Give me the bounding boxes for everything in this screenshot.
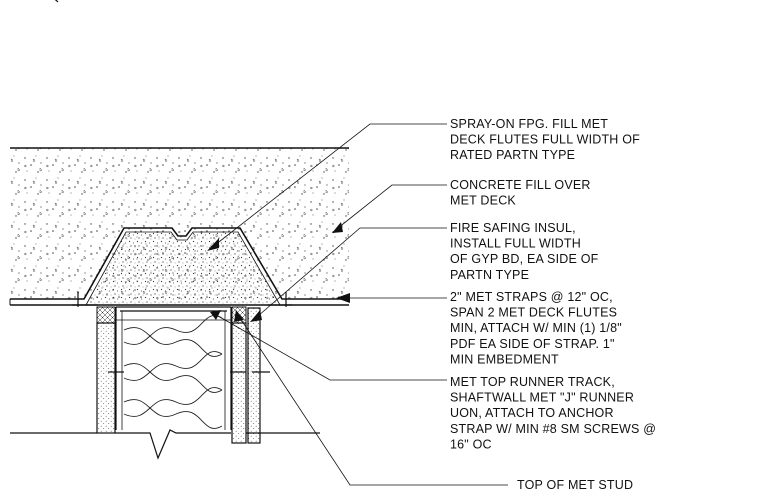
note-spray-on-fireproofing-line: SPRAY-ON FPG. FILL MET [450, 117, 608, 131]
leader-lines [214, 123, 508, 486]
crop-circle-fragment [54, 0, 59, 3]
note-top-runner-track-line: SHAFTWALL MET "J" RUNNER [450, 391, 634, 405]
note-met-straps-line: 2" MET STRAPS @ 12" OC, [450, 290, 613, 304]
note-top-runner-track-line: STRAP W/ MIN #8 SM SCREWS @ [450, 422, 656, 436]
note-spray-on-fireproofing: SPRAY-ON FPG. FILL MET DECK FLUTES FULL W… [450, 117, 640, 162]
note-top-of-stud-line: TOP OF MET STUD [517, 478, 633, 492]
spray-fireproofing [85, 231, 281, 306]
note-concrete-fill: CONCRETE FILL OVER MET DECK [450, 178, 591, 208]
note-spray-on-fireproofing-line: DECK FLUTES FULL WIDTH OF [450, 133, 640, 147]
note-fire-safing-insulation-line: FIRE SAFING INSUL, [450, 221, 576, 235]
note-top-of-stud: TOP OF MET STUD [517, 478, 633, 492]
note-met-straps: 2" MET STRAPS @ 12" OC, SPAN 2 MET DECK F… [450, 290, 622, 366]
notes-layer: SPRAY-ON FPG. FILL MET DECK FLUTES FULL W… [450, 117, 656, 492]
note-fire-safing-insulation-line: INSTALL FULL WIDTH [450, 237, 581, 251]
wall-assembly [10, 306, 320, 460]
note-met-straps-line: MIN, ATTACH W/ MIN (1) 1/8" [450, 321, 622, 335]
note-met-straps-line: PDF EA SIDE OF STRAP. 1" [450, 337, 615, 351]
note-top-runner-track: MET TOP RUNNER TRACK, SHAFTWALL MET "J" R… [450, 375, 656, 451]
note-fire-safing-insulation-line: PARTN TYPE [450, 268, 529, 282]
note-top-runner-track-line: UON, ATTACH TO ANCHOR [450, 406, 614, 420]
note-top-runner-track-line: 16" OC [450, 437, 492, 451]
note-concrete-fill-line: MET DECK [450, 194, 516, 208]
note-top-runner-track-line: MET TOP RUNNER TRACK, [450, 375, 615, 389]
note-met-straps-line: MIN EMBEDMENT [450, 352, 559, 366]
anchor-straps [72, 292, 292, 307]
note-spray-on-fireproofing-line: RATED PARTN TYPE [450, 148, 575, 162]
leader-arrowheads [207, 222, 350, 322]
note-met-straps-line: SPAN 2 MET DECK FLUTES [450, 306, 617, 320]
note-concrete-fill-line: CONCRETE FILL OVER [450, 178, 591, 192]
note-fire-safing-insulation-line: OF GYP BD, EA SIDE OF [450, 252, 599, 266]
